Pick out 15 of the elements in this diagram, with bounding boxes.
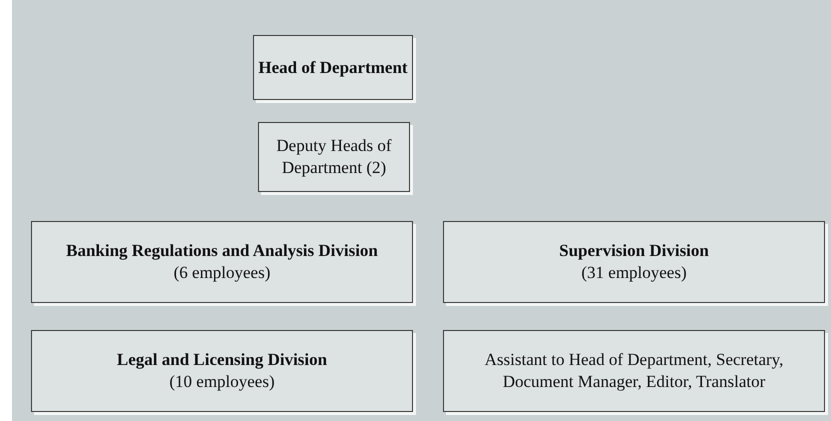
division-name: Legal and Licensing Division (116, 349, 328, 371)
title-text: Head of Department (258, 56, 408, 78)
staff-box (443, 330, 825, 412)
employee-count: (10 employees) (169, 371, 275, 393)
division-name: Supervision Division (559, 240, 709, 262)
division-box (443, 221, 825, 303)
employee-count: (6 employees) (174, 262, 270, 284)
division-name: Banking Regulations and Analysis Division (66, 240, 378, 262)
role-text: Deputy Heads of Department (2) (275, 135, 393, 179)
deputy-box (258, 122, 410, 192)
staff-list: Assistant to Head of Department, Secretary, Document Manager, Editor, Translator (448, 349, 820, 393)
division-box (31, 330, 413, 412)
employee-count: (31 employees) (581, 262, 687, 284)
head-box (253, 35, 413, 100)
division-box (31, 221, 413, 303)
